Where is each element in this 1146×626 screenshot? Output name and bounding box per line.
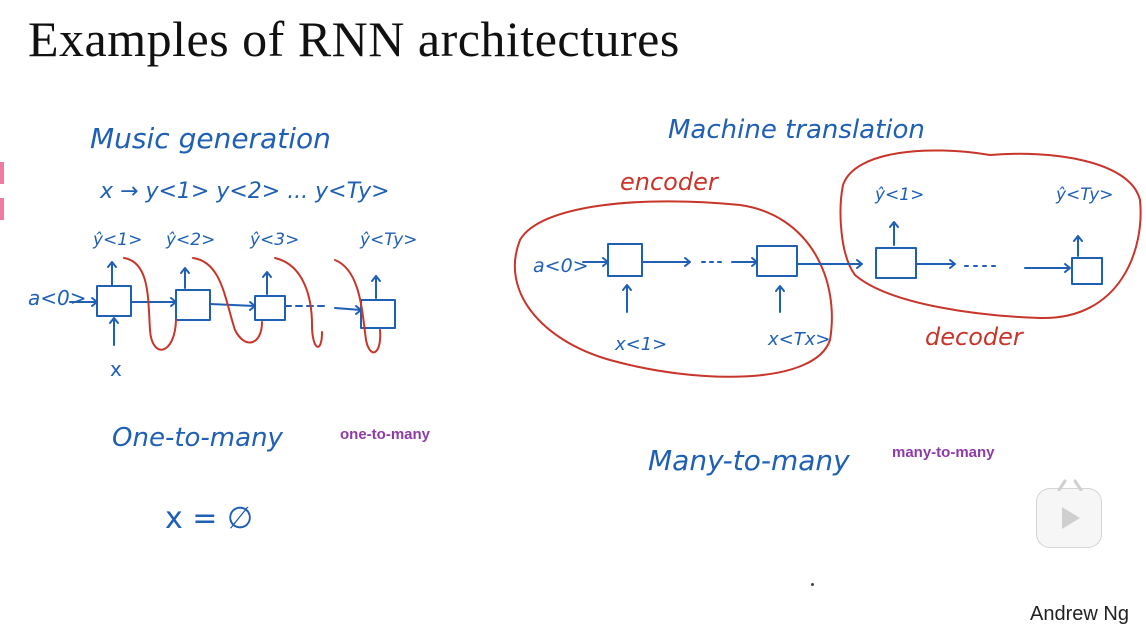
rnn-cells-left (69, 261, 396, 346)
dec-output-1: ŷ<1> (874, 185, 924, 205)
decoder-ellipse (839, 149, 1142, 320)
decoder-label: decoder (925, 323, 1025, 351)
one-to-many-handwritten: One-to-many (112, 423, 284, 453)
left-a0-label: a<0> (28, 286, 87, 310)
dec-output-Ty: ŷ<Ty> (1055, 185, 1114, 205)
output-label-Ty: ŷ<Ty> (359, 230, 418, 250)
left-edge-marker (0, 162, 4, 184)
x-equals-empty: x = ∅ (165, 501, 253, 536)
many-to-many-caption: many-to-many (892, 444, 995, 461)
play-icon-ears (1057, 479, 1083, 491)
music-mapping: x → y<1> y<2> ... y<Ty> (99, 179, 390, 204)
input-xTx-label: x<Tx> (767, 329, 830, 350)
left-edge-marker (0, 198, 4, 220)
author-name: Andrew Ng (1030, 603, 1129, 625)
stray-dot (811, 583, 814, 586)
rnn-cells-right (582, 221, 1103, 313)
one-to-many-caption: one-to-many (340, 426, 430, 443)
encoder-label: encoder (620, 168, 720, 196)
feedback-loops (123, 257, 382, 354)
output-label-3: ŷ<3> (249, 230, 299, 250)
play-button[interactable] (1036, 479, 1102, 548)
machine-translation-heading: Machine translation (668, 115, 925, 145)
slide-title: Examples of RNN architectures (28, 11, 680, 67)
music-generation-heading: Music generation (90, 122, 331, 155)
right-a0-label: a<0> (533, 255, 589, 277)
many-to-many-handwritten: Many-to-many (648, 444, 850, 477)
output-label-2: ŷ<2> (165, 230, 215, 250)
output-label-1: ŷ<1> (92, 230, 142, 250)
encoder-ellipse (514, 200, 833, 378)
left-x-label: x (110, 357, 122, 381)
input-x1-label: x<1> (614, 334, 667, 355)
play-icon (1062, 507, 1080, 529)
